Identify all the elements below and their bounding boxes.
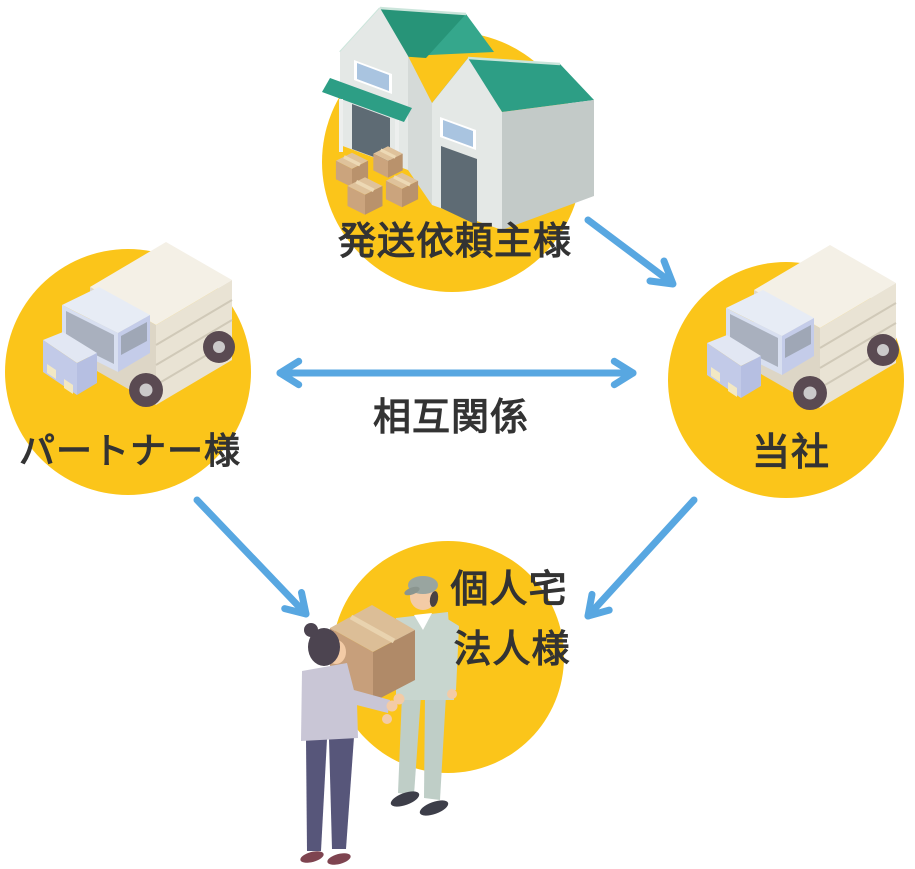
arrow-partner-to-recipient [193,496,310,618]
partner-node-label: パートナー様 [18,431,242,472]
warehouse-icon [322,6,594,230]
arrow-shipper-to-company [584,216,677,288]
company-node-label: 当社 [751,430,831,474]
shipper-node-label: 発送依頼主様 [337,219,573,263]
mutual-relation-label: 相互関係 [372,395,530,439]
arrow-partner-company-mutual [276,357,637,389]
recipient-node-label-line1: 個人宅 [450,567,568,611]
delivery-handoff-icon [300,576,459,865]
recipient-node-label-line2: 法人様 [453,627,571,671]
arrow-company-to-recipient [584,496,698,620]
